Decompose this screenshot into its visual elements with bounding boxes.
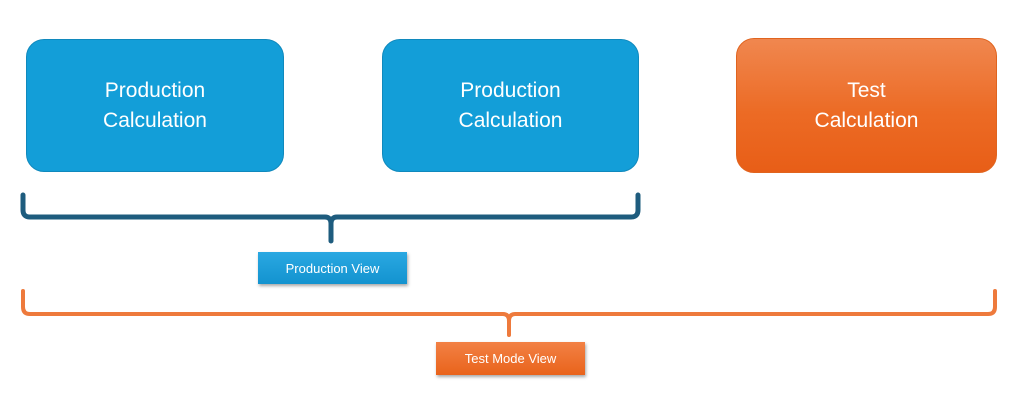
box-1-line-2: Calculation — [103, 108, 207, 132]
box-3-line-1: Test — [847, 78, 886, 102]
box-2-line-1: Production — [460, 78, 561, 102]
box-2-line-2: Calculation — [458, 108, 563, 132]
test-mode-view-brace — [21, 289, 997, 337]
production-calculation-box-1: Production Calculation — [26, 39, 284, 172]
box-3-line-2: Calculation — [814, 108, 919, 132]
production-view-brace — [20, 192, 641, 244]
production-view-label: Production View — [258, 252, 407, 284]
box-1-line-1: Production — [104, 78, 206, 102]
test-calculation-box: Test Calculation — [736, 38, 997, 173]
production-calculation-box-2: Production Calculation — [382, 39, 639, 172]
test-mode-view-label: Test Mode View — [436, 342, 585, 375]
